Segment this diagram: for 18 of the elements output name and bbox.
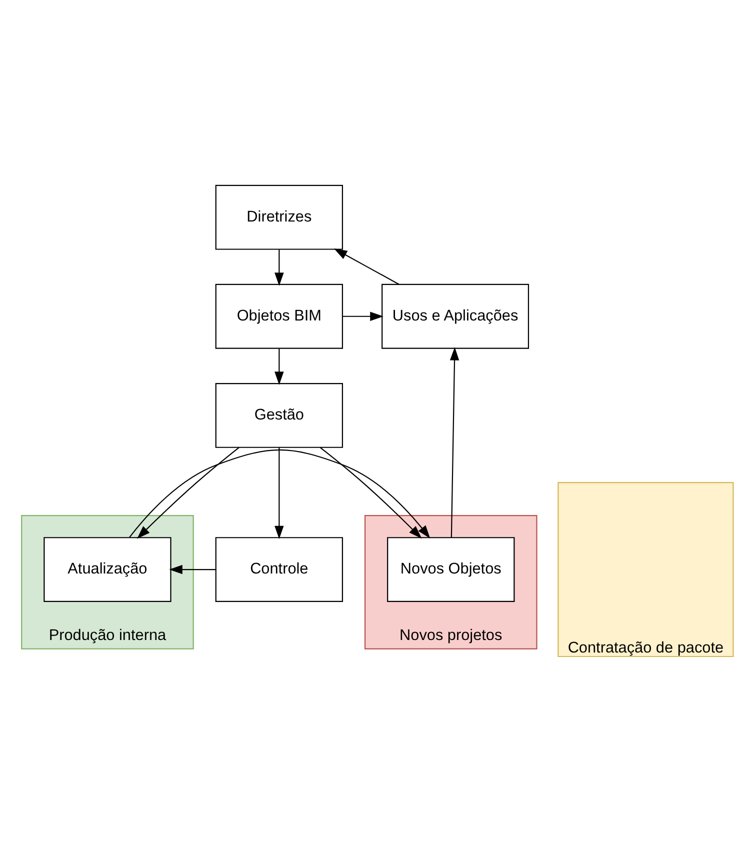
arrow <box>274 250 284 286</box>
node-box: Controle <box>215 537 343 602</box>
arrow <box>342 312 384 321</box>
arrow <box>450 347 460 538</box>
arrow <box>129 449 430 539</box>
node-box: Objetos BIM <box>215 284 343 349</box>
arrow <box>274 348 284 385</box>
arrow <box>136 446 240 539</box>
node-box: Atualização <box>44 537 172 602</box>
node-box: Diretrizes <box>215 184 343 250</box>
arrow <box>320 447 422 539</box>
node-box: Gestão <box>215 382 343 448</box>
arrow <box>169 564 216 574</box>
node-box: Contratação de pacote <box>558 482 734 658</box>
node-box: Usos e Aplicações <box>382 284 530 349</box>
node-box: Novos Objetos <box>387 537 515 602</box>
arrow <box>334 248 400 285</box>
arrow <box>274 448 284 540</box>
